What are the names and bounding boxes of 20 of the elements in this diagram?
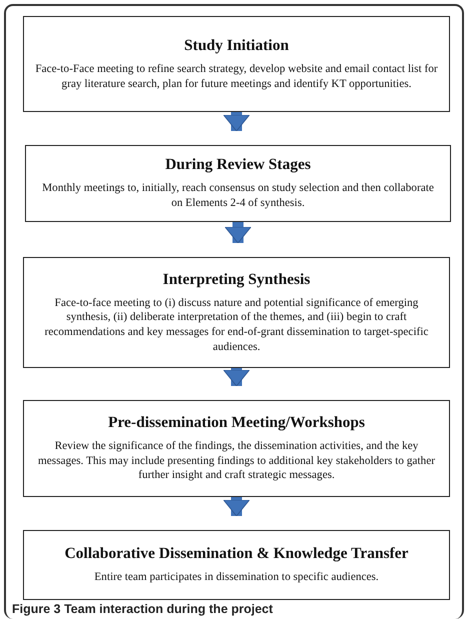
down-arrow — [223, 112, 250, 132]
box-description: Face-to-Face meeting to refine search strategy, develop website and email contact list for gray literature search, plan for future meetings and identify KT opportunities. — [34, 62, 439, 92]
box-description: Entire team participates in dissemination to specific audiences. — [93, 570, 380, 585]
process-box — [23, 257, 450, 368]
box-description: Face-to-face meeting to (i) discuss nature and potential significance of emerging synthesis, (ii) deliberate interpretation of the themes, and (iii) begin to craft recommendations and key messages for end-of-grant dissemination to target-specific audiences. — [44, 296, 430, 354]
process-box — [23, 400, 450, 497]
process-box — [25, 145, 451, 222]
box-description: Monthly meetings to, initially, reach consensus on study selection and then collaborate on Elements 2-4 of synthesis. — [41, 181, 435, 211]
process-box — [23, 530, 450, 600]
down-arrow — [223, 497, 250, 516]
box-heading: Collaborative Dissemination & Knowledge Transfer — [64, 545, 410, 564]
down-arrow — [224, 222, 252, 244]
box-heading: Study Initiation — [183, 36, 290, 55]
box-heading: Interpreting Synthesis — [162, 270, 312, 289]
box-heading: Pre-dissemination Meeting/Workshops — [107, 414, 366, 432]
box-heading: During Review Stages — [164, 156, 312, 174]
process-box — [23, 16, 450, 112]
down-arrow — [223, 368, 250, 386]
figure-caption: Figure 3 Team interaction during the project — [12, 602, 273, 616]
box-description: Review the significance of the findings, the dissemination activities, and the key messages. This may include presenting findings to additional key stakeholders to gather further insight and craft strategic messages. — [37, 438, 436, 483]
